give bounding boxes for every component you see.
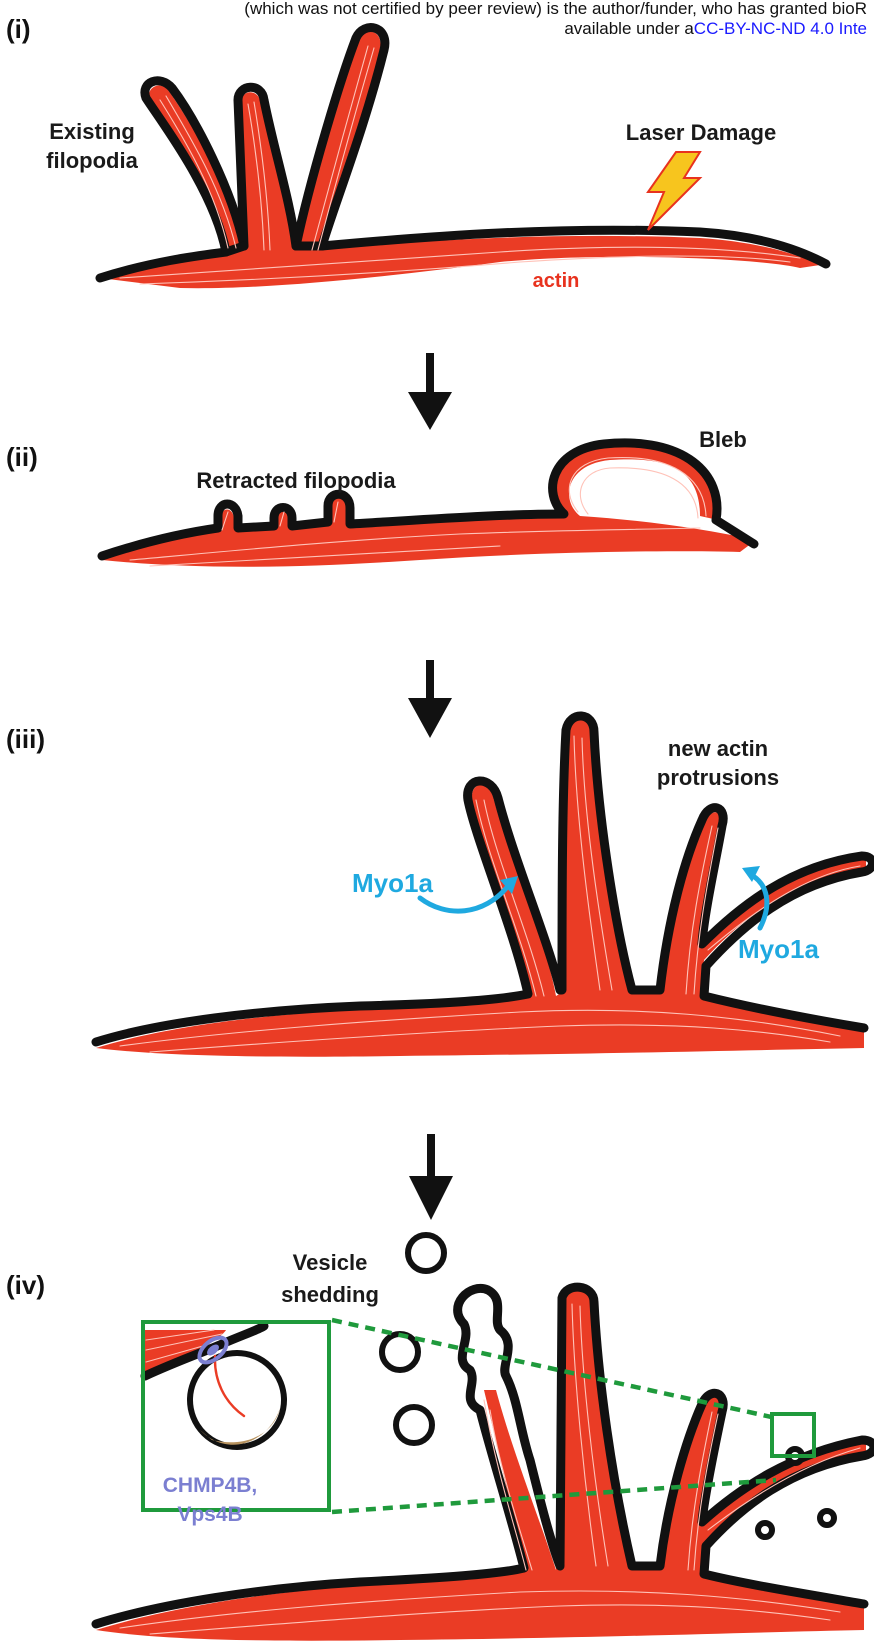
panel-i-label: (i) bbox=[6, 14, 31, 44]
vesicle-4 bbox=[758, 1523, 772, 1537]
panel-iii: (iii) new actin protrusions Myo1a Myo1a bbox=[6, 716, 873, 1057]
new-actin-protrusions-label-line1: new actin bbox=[668, 736, 768, 761]
preprint-notice-line2: available under aCC-BY-NC-ND 4.0 Inte bbox=[564, 19, 867, 38]
bleb-label: Bleb bbox=[699, 427, 747, 452]
panel-ii-label: (ii) bbox=[6, 442, 38, 472]
retracted-filopodia-label: Retracted filopodia bbox=[196, 468, 396, 493]
panel-i: (i) Existing filopodia Laser Damage acti… bbox=[6, 14, 826, 292]
preprint-notice-line1: (which was not certified by peer review)… bbox=[244, 0, 867, 18]
panel-iii-label: (iii) bbox=[6, 724, 45, 754]
vesicle-2 bbox=[382, 1334, 418, 1370]
panel-ii: (ii) Retracted filopodia Bleb bbox=[6, 427, 756, 567]
preprint-notice-prefix: available under a bbox=[564, 19, 694, 38]
myo1a-right-label: Myo1a bbox=[738, 934, 819, 964]
chmp4b-label-line2: Vps4B bbox=[177, 1503, 242, 1526]
panel-iv: (iv) Vesicle shedding bbox=[6, 1235, 874, 1641]
laser-damage-label: Laser Damage bbox=[626, 120, 776, 145]
vesicle-shedding-label-line1: Vesicle bbox=[293, 1250, 368, 1275]
existing-filopodia-label-line1: Existing bbox=[49, 119, 135, 144]
vesicle-5 bbox=[820, 1511, 834, 1525]
existing-filopodia-label-line2: filopodia bbox=[46, 148, 138, 173]
vesicle-shedding-label-line2: shedding bbox=[281, 1282, 379, 1307]
down-arrow-2 bbox=[408, 660, 452, 738]
lightning-bolt-icon bbox=[648, 152, 700, 230]
actin-label: actin bbox=[533, 270, 580, 292]
vesicle-1 bbox=[408, 1235, 444, 1271]
down-arrow-1 bbox=[408, 353, 452, 430]
myo1a-left-label: Myo1a bbox=[352, 868, 433, 898]
panel-iv-label: (iv) bbox=[6, 1270, 45, 1300]
vesicle-3 bbox=[396, 1407, 432, 1443]
zoom-inset-vesicle bbox=[190, 1353, 284, 1447]
down-arrow-3 bbox=[409, 1134, 453, 1220]
new-actin-protrusions-label-line2: protrusions bbox=[657, 765, 779, 790]
license-link[interactable]: CC-BY-NC-ND 4.0 Inte bbox=[694, 19, 867, 38]
chmp4b-label-line1: CHMP4B, bbox=[163, 1474, 258, 1497]
